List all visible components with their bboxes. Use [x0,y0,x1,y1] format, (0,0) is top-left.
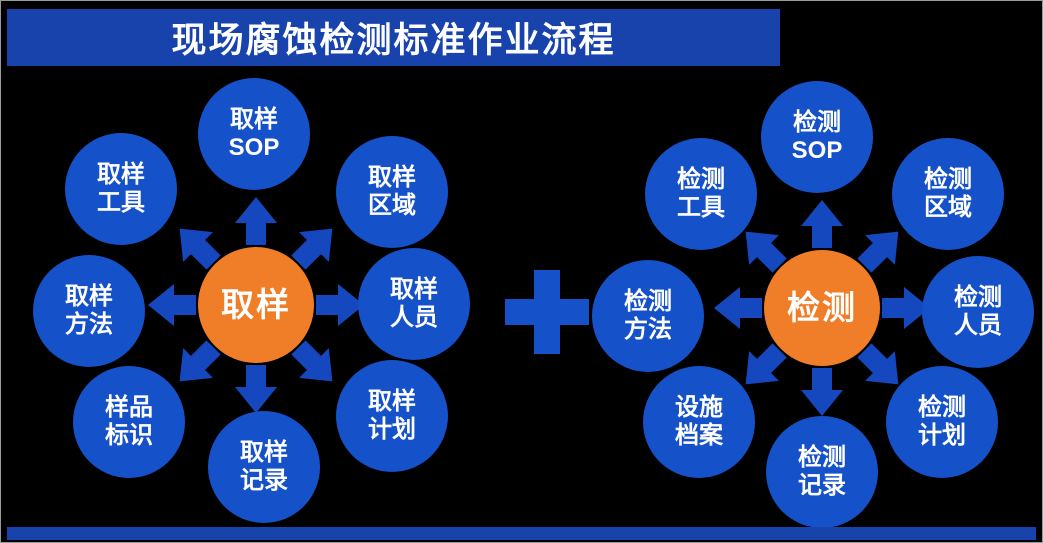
node-testing-personnel: 检测 人员 [922,256,1034,368]
node-label: 取样 工具 [97,161,145,216]
arrow-down-icon [801,368,843,416]
node-sample-identification: 样品 标识 [73,366,185,478]
arrow-down-right-icon [291,340,333,382]
arrow-left-icon [714,287,762,329]
arrow-right-icon [316,284,364,326]
node-label-line1: 检测 [624,288,672,316]
node-label-line2: 方法 [65,311,113,338]
node-sampling-sop: 取样 SOP [198,78,310,190]
arrow-right-icon [882,287,930,329]
node-label-line1: 检测 [677,166,725,194]
node-label: 取样 方法 [65,283,113,338]
node-testing-tools: 检测 工具 [645,138,757,250]
bottom-accent-bar [7,527,1036,540]
node-sampling-tools: 取样 工具 [65,133,177,245]
node-label-line2: 方法 [624,316,672,343]
title-bar: 现场腐蚀检测标准作业流程 [7,9,780,66]
node-label-line2: 工具 [97,189,145,216]
node-sampling-record: 取样 记录 [208,411,320,523]
node-label-line2: 人员 [954,312,1002,339]
node-label-line1: 检测 [798,444,846,472]
node-label-line1: 取样 [368,388,416,416]
node-label: 设施 档案 [675,394,723,449]
node-label: 检测 记录 [798,444,846,499]
node-sampling-plan: 取样 计划 [336,360,448,472]
node-testing-method: 检测 方法 [592,260,704,372]
testing-outward-arrows [714,200,930,416]
node-label: 样品 标识 [105,394,153,449]
page-title: 现场腐蚀检测标准作业流程 [171,21,616,60]
node-testing-sop: 检测 SOP [761,81,873,193]
node-label-line2: 记录 [240,467,288,494]
node-label-line1: 取样 [368,164,416,192]
node-testing-record: 检测 记录 [766,416,878,528]
node-label-line2: 区域 [924,194,972,221]
node-label: 取样 [221,286,291,324]
node-label-line2: 区域 [368,192,416,219]
node-testing-plan: 检测 计划 [886,366,998,478]
node-label: 取样 人员 [390,276,438,331]
arrow-icon-group [714,200,930,416]
node-label-line2: 人员 [390,304,438,331]
node-sampling-personnel: 取样 人员 [358,248,470,360]
node-sampling-center: 取样 [198,247,314,363]
node-label: 检测 方法 [624,288,672,343]
node-label-line1: 设施 [675,394,723,422]
node-label-line1: 取样 [390,276,438,304]
arrow-up-left-icon [179,228,221,270]
arrow-icon-group [148,197,364,413]
node-facility-archive: 设施 档案 [643,366,755,478]
node-label-line2: 计划 [918,422,966,449]
arrow-left-icon [148,284,196,326]
node-label: 检测 [787,289,857,327]
node-label: 取样 SOP [229,106,280,161]
node-label-line1: 检测 [918,394,966,422]
center-label: 检测 [787,289,857,327]
node-label-line2: 工具 [677,194,725,221]
node-label-line1: 取样 [65,283,113,311]
node-label-line1: 取样 [97,161,145,189]
node-label-line1: 检测 [924,166,972,194]
arrow-up-right-icon [857,231,899,273]
arrow-down-icon [235,365,277,413]
node-testing-area: 检测 区域 [892,138,1004,250]
node-label: 检测 计划 [918,394,966,449]
node-label: 检测 SOP [792,109,843,164]
node-label: 取样 计划 [368,388,416,443]
node-label-line1: 检测 [793,109,841,137]
node-label-line2: 档案 [675,422,723,449]
node-label: 取样 区域 [368,164,416,219]
plus-icon [505,270,589,354]
node-label-line2: 计划 [368,416,416,443]
arrow-up-icon [235,197,277,245]
node-sampling-method: 取样 方法 [33,255,145,367]
arrow-down-right-icon [857,343,899,385]
node-label: 取样 记录 [240,439,288,494]
node-label-line1: 取样 [240,439,288,467]
center-label: 取样 [221,286,291,324]
sampling-outward-arrows [148,197,364,413]
node-label: 检测 工具 [677,166,725,221]
node-label-line1: 检测 [954,284,1002,312]
node-label-line2: 标识 [105,422,153,449]
node-label-line2: SOP [228,134,280,161]
node-label-line1: 样品 [105,394,153,422]
node-testing-center: 检测 [764,250,880,366]
node-label: 检测 区域 [924,166,972,221]
node-label-line2: SOP [791,137,843,164]
arrow-up-left-icon [745,231,787,273]
arrow-down-left-icon [745,343,787,385]
node-label-line2: 记录 [798,472,846,499]
arrow-up-icon [801,200,843,248]
node-label-line1: 取样 [230,106,278,134]
arrow-up-right-icon [291,228,333,270]
arrow-down-left-icon [179,340,221,382]
node-label: 检测 人员 [954,284,1002,339]
node-sampling-area: 取样 区域 [336,136,448,248]
